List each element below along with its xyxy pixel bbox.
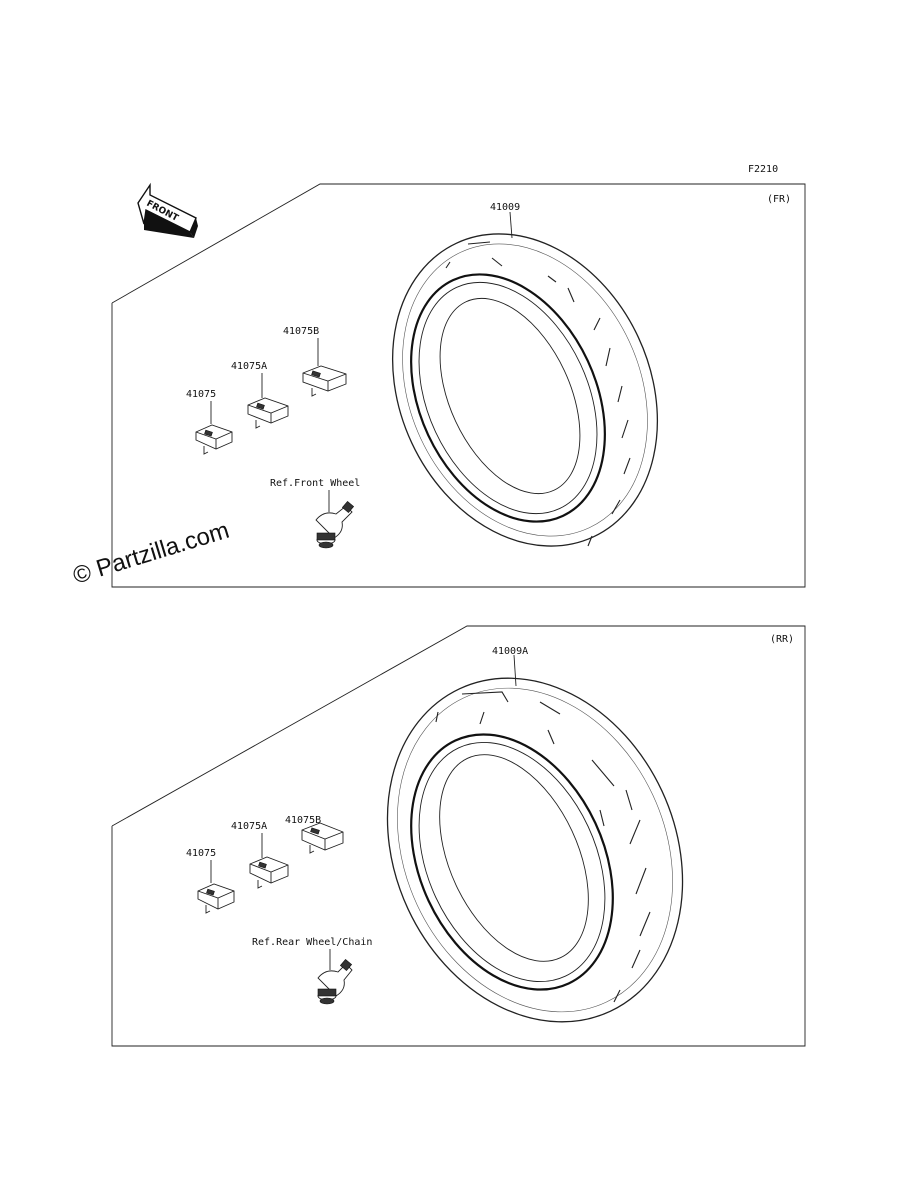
front-arrow-icon: FRONT bbox=[137, 182, 198, 238]
figure-code: F2210 bbox=[748, 164, 778, 175]
rear-balance-weight-41075a: 41075A bbox=[231, 821, 289, 889]
front-valve-reference: Ref.Front Wheel bbox=[270, 478, 360, 549]
front-tire-part-number: 41009 bbox=[490, 202, 520, 213]
front-tread-pattern bbox=[445, 241, 631, 547]
front-panel: (FR) 41009 41075B bbox=[111, 183, 806, 588]
rear-tire-part-number: 41009A bbox=[492, 646, 528, 657]
front-balance-weight-41075b: 41075B bbox=[283, 326, 347, 397]
rear-panel: (RR) 41009A 41075B bbox=[111, 625, 806, 1047]
front-section-tag: (FR) bbox=[767, 194, 791, 205]
rear-valve-reference: Ref.Rear Wheel/Chain bbox=[252, 937, 372, 1005]
svg-text:41075A: 41075A bbox=[231, 361, 267, 372]
rear-balance-weight-41075: 41075 bbox=[186, 848, 235, 914]
rear-section-tag: (RR) bbox=[770, 634, 794, 645]
svg-text:41075B: 41075B bbox=[283, 326, 319, 337]
svg-text:41075A: 41075A bbox=[231, 821, 267, 832]
svg-text:41075: 41075 bbox=[186, 389, 216, 400]
front-tire bbox=[391, 233, 659, 547]
svg-text:Ref.Rear Wheel/Chain: Ref.Rear Wheel/Chain bbox=[252, 937, 372, 948]
rear-balance-weight-41075b: 41075B bbox=[285, 815, 344, 854]
front-balance-weight-41075a: 41075A bbox=[231, 361, 289, 429]
rear-tread-pattern bbox=[435, 691, 651, 1003]
svg-text:41075: 41075 bbox=[186, 848, 216, 859]
partzilla-watermark: © Partzilla.com bbox=[70, 517, 233, 590]
rear-tire bbox=[386, 677, 684, 1023]
svg-text:Ref.Front Wheel: Ref.Front Wheel bbox=[270, 478, 360, 489]
front-balance-weight-41075: 41075 bbox=[186, 389, 233, 455]
svg-text:41075B: 41075B bbox=[285, 815, 321, 826]
